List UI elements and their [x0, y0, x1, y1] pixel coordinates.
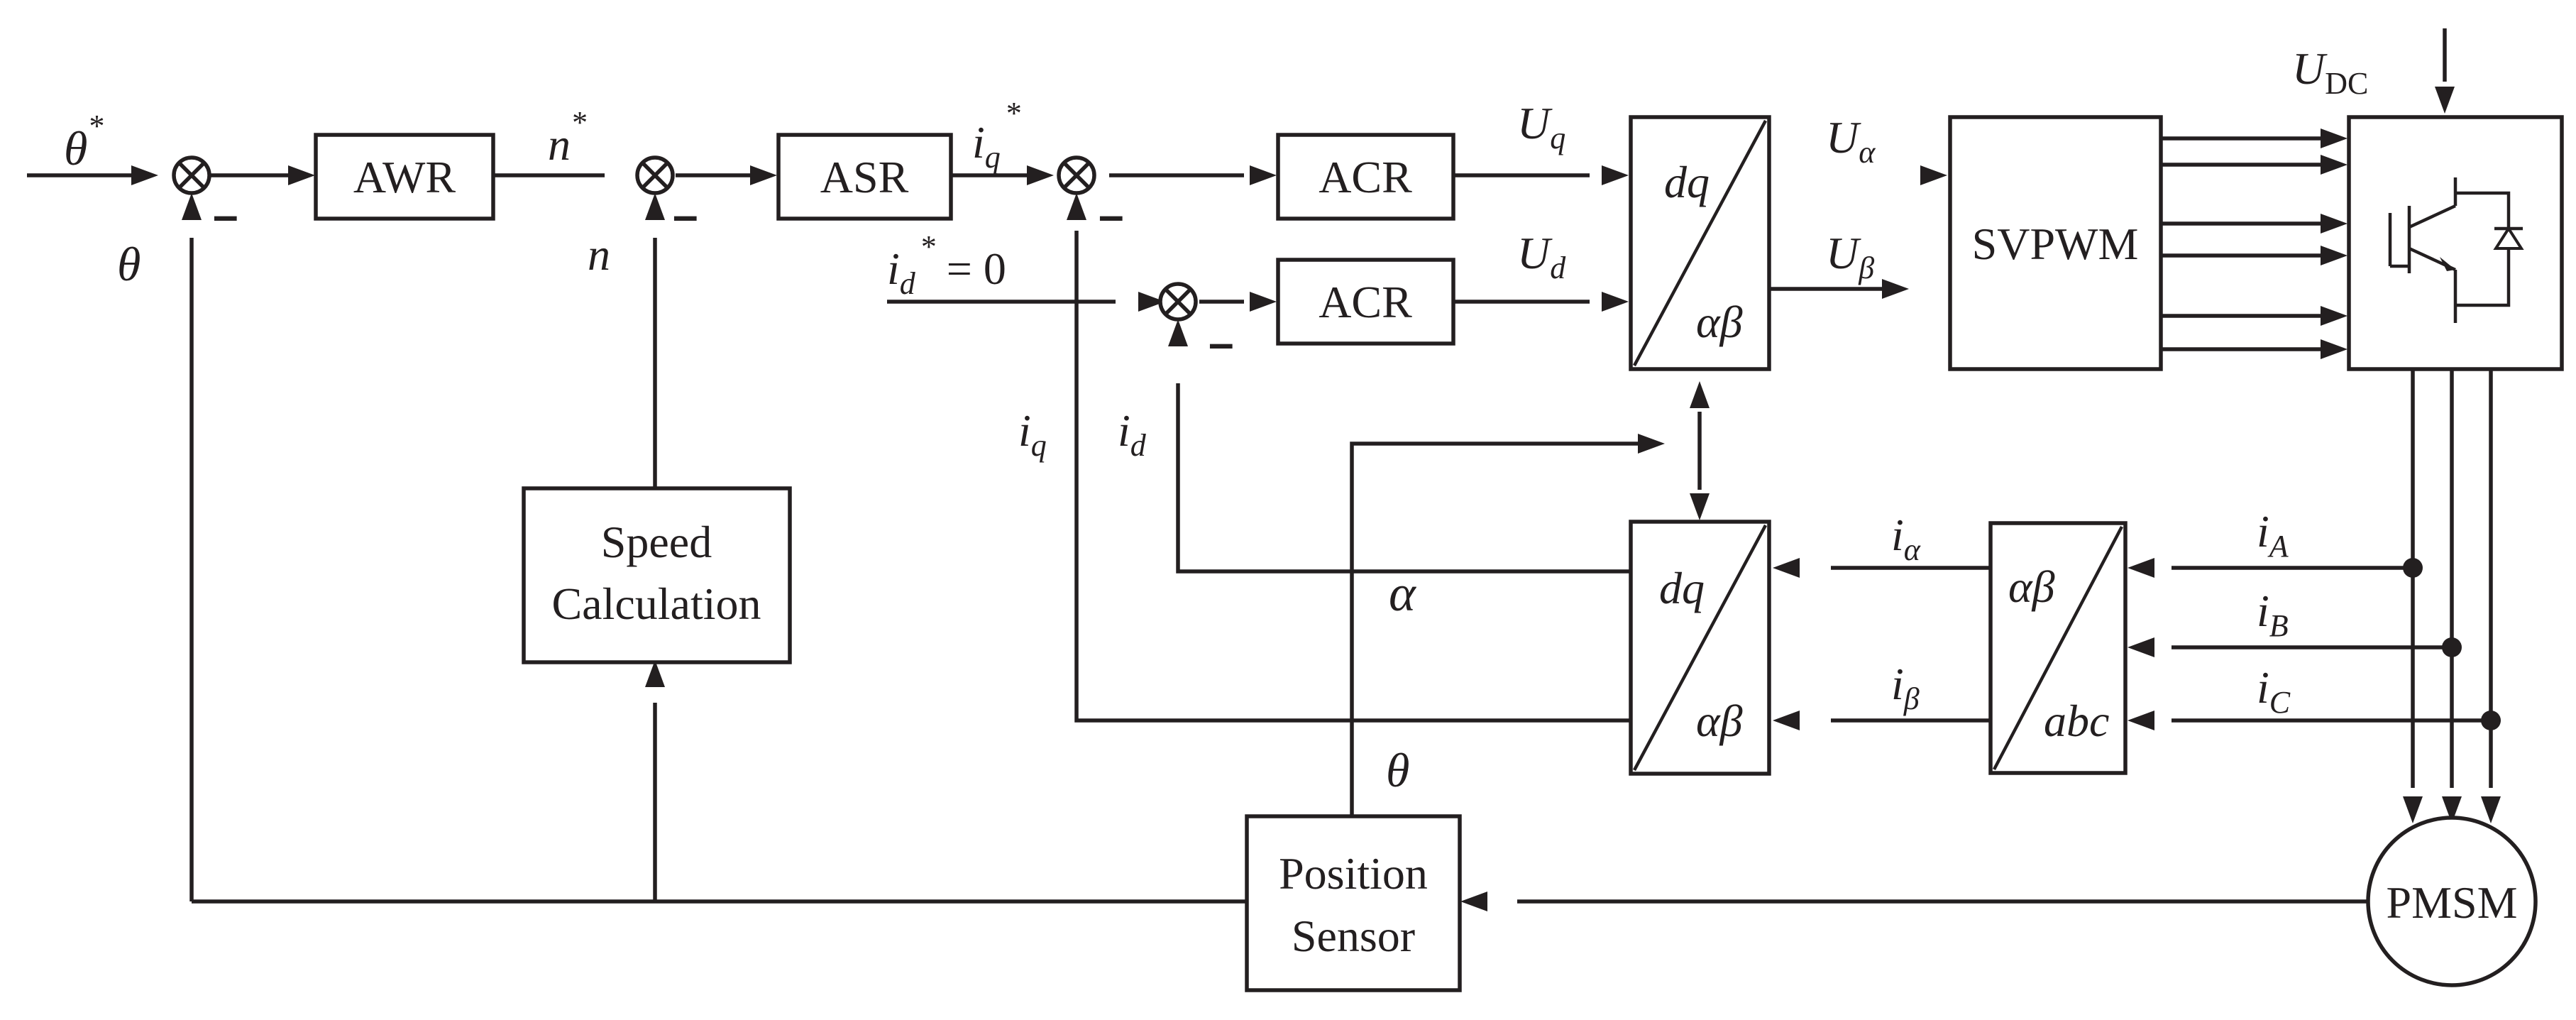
u-beta-label: Uβ — [1826, 228, 1874, 285]
position-sensor-block: Position Sensor — [1245, 814, 1462, 992]
iq-feedback-label: iq — [1018, 405, 1047, 463]
ib-label: iB — [2257, 586, 2289, 643]
svg-text:dq: dq — [1659, 563, 1705, 613]
svg-text:αβ: αβ — [1696, 696, 1743, 746]
speed-calculation-block: Speed Calculation — [522, 486, 792, 664]
ia-label: iA — [2257, 506, 2289, 564]
acr-q-block: ACR — [1276, 133, 1455, 221]
minus-sign: – — [673, 190, 698, 241]
ic-label: iC — [2257, 662, 2291, 720]
inverse-park-transform-block: dq αβ — [1629, 115, 1771, 371]
inverter-block — [2347, 115, 2564, 371]
svg-text:αβ: αβ — [1696, 297, 1743, 347]
clarke-transform-block: αβ abc — [1988, 521, 2128, 775]
svg-text:abc: abc — [2044, 696, 2109, 746]
svg-text:PMSM: PMSM — [2387, 877, 2518, 928]
asr-block: ASR — [776, 133, 953, 221]
udc-label: UDC — [2292, 43, 2368, 101]
junction-dot-b — [2442, 637, 2462, 657]
awr-block: AWR — [314, 133, 495, 221]
svg-text:ASR: ASR — [820, 152, 909, 202]
pmsm-motor: PMSM — [2366, 816, 2538, 987]
summing-junction-icon — [1160, 284, 1196, 319]
ud-label: Ud — [1517, 228, 1566, 285]
summing-junction-icon — [1059, 158, 1094, 193]
minus-sign: – — [213, 190, 238, 241]
svg-text:αβ: αβ — [2008, 561, 2055, 612]
svg-text:SVPWM: SVPWM — [1972, 219, 2139, 269]
minus-sign: – — [1209, 317, 1234, 368]
igbt-switch-icon — [2388, 177, 2524, 323]
i-alpha-label: iα — [1891, 510, 1921, 567]
id-ref-label: id* = 0 — [887, 229, 1006, 301]
u-alpha-label: Uα — [1826, 112, 1876, 170]
summing-junction-icon — [637, 158, 673, 193]
iq-ref-label: iq* — [972, 96, 1020, 175]
theta-sensor-label: θ — [1386, 743, 1409, 797]
acr-d-block: ACR — [1276, 258, 1455, 346]
svg-text:Speed: Speed — [601, 517, 712, 567]
theta-ref-label: θ* — [64, 109, 103, 175]
id-feedback-label: id — [1118, 405, 1147, 463]
summing-junction-icon — [174, 158, 209, 193]
alpha-label: α — [1389, 565, 1416, 622]
svg-text:Position: Position — [1279, 848, 1428, 899]
svg-text:Calculation: Calculation — [551, 578, 761, 629]
connection-lines — [27, 28, 2493, 904]
n-feedback-label: n — [588, 229, 610, 280]
i-beta-label: iβ — [1891, 659, 1920, 716]
n-ref-label: n* — [548, 105, 586, 170]
svg-text:AWR: AWR — [353, 152, 456, 202]
svg-text:ACR: ACR — [1319, 277, 1412, 327]
arrowheads — [131, 87, 2501, 911]
svpwm-block: SVPWM — [1948, 115, 2163, 371]
svg-text:dq: dq — [1664, 157, 1710, 207]
svg-text:ACR: ACR — [1319, 152, 1412, 202]
uq-label: Uq — [1517, 98, 1565, 155]
park-transform-block: dq αβ — [1629, 520, 1771, 776]
svg-text:Sensor: Sensor — [1292, 911, 1415, 961]
theta-feedback-label: θ — [117, 237, 141, 291]
junction-dot-a — [2403, 558, 2423, 578]
junction-dot-c — [2481, 711, 2501, 730]
minus-sign: – — [1099, 190, 1124, 241]
